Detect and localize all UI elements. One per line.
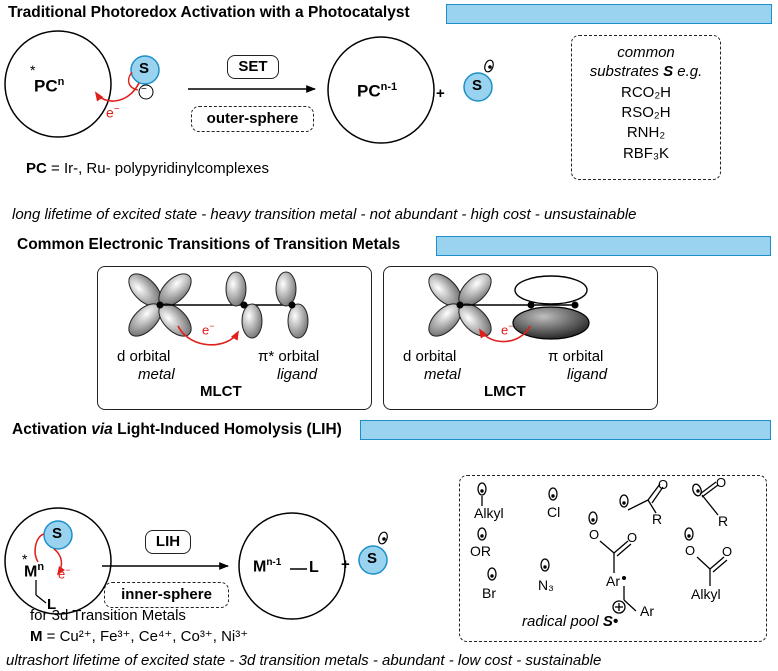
radical-pool-structures (477, 481, 728, 614)
mlct-electron-label: e− (202, 321, 215, 338)
substrate-item-3: RNH₂ (626, 124, 666, 141)
pc-oxidation-state: n (57, 76, 65, 88)
radical-s-circle (463, 72, 493, 102)
lmct-left-label: d orbital (403, 348, 457, 365)
pool-r1: R (652, 511, 663, 527)
set-badge: SET (227, 55, 279, 79)
product-metal-circle (238, 512, 346, 620)
plus-sign-2: + (341, 556, 350, 573)
photoredox-drawbacks: long lifetime of excited state - heavy t… (12, 206, 637, 223)
substrate-item-1: RCO₂H (621, 84, 671, 101)
substrate-item-2: RSO₂H (621, 104, 671, 121)
pc-star: * (30, 62, 36, 78)
mlct-electron-arrow (177, 325, 239, 346)
pool-or: OR (470, 543, 491, 559)
lmct-right-sub: ligand (567, 366, 608, 383)
pool-alkyl: Alkyl (474, 505, 504, 521)
pc-definition: PC = Ir-, Ru- polypyridinylcomplexes (26, 160, 270, 177)
radical-pool-caption: radical pool S• (522, 613, 619, 630)
product-pc-circle (327, 36, 435, 144)
lih-badge: LIH (145, 530, 191, 554)
mlct-panel (97, 266, 372, 410)
mlct-right-label: π* orbital (258, 348, 320, 365)
mlct-left-sub: metal (138, 366, 175, 383)
lmct-orbitals (428, 273, 590, 340)
pc-label: PCn (34, 76, 64, 96)
lmct-name: LMCT (484, 383, 526, 400)
pool-o6: O (722, 544, 733, 559)
mlct-right-sub: ligand (277, 366, 318, 383)
pool-o2: O (716, 475, 727, 490)
substrate-label: S (139, 60, 150, 77)
pool-ar2: Ar (640, 603, 654, 619)
lih-electron-label: e− (58, 565, 71, 582)
section-title-transitions: Common Electronic Transitions of Transit… (17, 236, 401, 253)
section-title-bar (360, 420, 771, 440)
outer-sphere-badge: outer-sphere (191, 106, 314, 132)
substrate-item-4: RBF₃K (622, 145, 670, 162)
pool-o3: O (589, 527, 600, 542)
radical-pool-box (459, 475, 767, 642)
lmct-left-sub: metal (424, 366, 461, 383)
product-ligand-label: L (309, 559, 319, 576)
pool-alkyl2: Alkyl (691, 586, 721, 602)
charge-circle (138, 84, 154, 100)
radical-s-label: S (472, 77, 483, 94)
common-substrates-box: common substrates S e.g. RCO₂H RSO₂H RNH… (571, 35, 721, 180)
charge-minus: − (141, 84, 147, 95)
mlct-left-label: d orbital (117, 348, 171, 365)
pool-cl: Cl (547, 504, 561, 520)
lih-bond-arc (34, 533, 45, 563)
plus-sign-1: + (436, 85, 445, 102)
product-pc-label: PCn-1 (357, 81, 398, 101)
pool-o1: O (658, 477, 669, 492)
mlct-orbitals (128, 271, 309, 339)
lih-substrate-circle (43, 520, 73, 550)
electron-arrow-1b (127, 71, 139, 91)
metal-definition: M = Cu²⁺, Fe³⁺, Ce⁴⁺, Co³⁺, Ni³⁺ (30, 628, 249, 645)
substrates-title-line1: common (617, 44, 675, 61)
section-title-bar (436, 236, 771, 256)
substrate-circle (130, 55, 160, 85)
pc-circle (4, 30, 112, 138)
lih-benefits: ultrashort lifetime of excited state - 3… (6, 652, 602, 669)
lih-substrate-label: S (52, 525, 63, 542)
lmct-right-label: π orbital (548, 348, 604, 365)
pool-br: Br (482, 585, 496, 601)
lih-radical-s-label: S (367, 550, 378, 567)
pool-n3: N₃ (538, 577, 554, 593)
section-title-lih: Activation via Light-Induced Homolysis (… (12, 421, 342, 438)
substrates-title-line2: substrates S e.g. (589, 63, 703, 80)
for-3d-metals: for 3d Transition Metals (30, 607, 186, 624)
mlct-name: MLCT (200, 383, 242, 400)
ligand-label: L (47, 596, 57, 613)
lmct-panel (383, 266, 658, 410)
metal-complex-circle (4, 507, 112, 615)
pool-r2: R (718, 513, 729, 529)
electron-label: e− (106, 104, 120, 121)
inner-sphere-badge: inner-sphere (104, 582, 229, 608)
pool-o5: O (685, 543, 696, 558)
product-metal-label: Mn-1 (253, 557, 282, 576)
pc-text: PC (34, 76, 58, 96)
metal-label: Mn (24, 561, 45, 581)
section-title-bar (446, 4, 772, 24)
pool-o4: O (627, 530, 638, 545)
lih-radical-s-circle (358, 545, 388, 575)
lmct-electron-arrow (478, 325, 531, 343)
lmct-electron-label: e− (501, 321, 514, 338)
section-title-photoredox: Traditional Photoredox Activation with a… (8, 4, 410, 21)
electron-arrow-1 (94, 82, 140, 102)
metal-star: * (22, 551, 28, 567)
lih-electron-arrow (53, 548, 65, 576)
pool-ar1: Ar (606, 573, 620, 589)
